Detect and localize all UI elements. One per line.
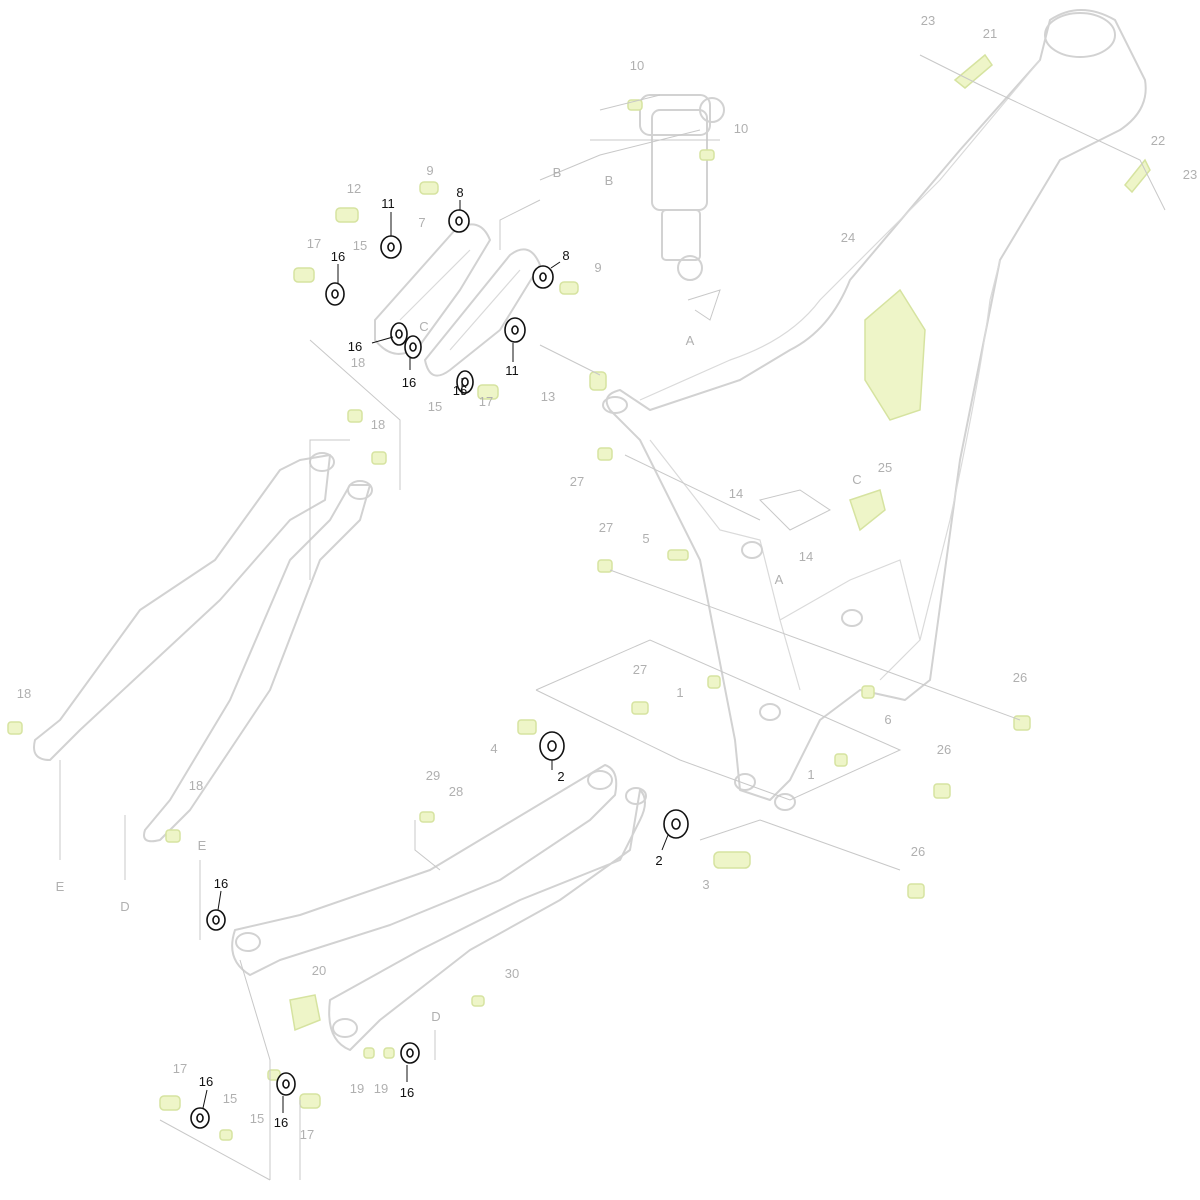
label: D — [120, 899, 129, 914]
label: 6 — [884, 712, 891, 727]
chainstays — [231, 764, 647, 1051]
label: 17 — [300, 1127, 314, 1142]
label: 26 — [937, 742, 951, 757]
bearing-label: 16 — [402, 375, 416, 390]
label: 17 — [307, 236, 321, 251]
label: 1 — [676, 685, 683, 700]
bearing-16 — [404, 335, 422, 359]
label: E — [56, 879, 65, 894]
bearing-16 — [390, 322, 408, 346]
label: 15 — [223, 1091, 237, 1106]
label: 9 — [426, 163, 433, 178]
bearing-label: 16 — [199, 1074, 213, 1089]
label: 26 — [1013, 670, 1027, 685]
label: 22 — [1151, 133, 1165, 148]
label: 15 — [250, 1111, 264, 1126]
label: 27 — [633, 662, 647, 677]
bearings — [190, 200, 689, 1129]
label: 27 — [599, 520, 613, 535]
bearing-label: 16 — [331, 249, 345, 264]
label: 23 — [921, 13, 935, 28]
bearing-label: 8 — [562, 248, 569, 263]
label: 10 — [734, 121, 748, 136]
label: 14 — [729, 486, 743, 501]
label: B — [605, 173, 614, 188]
bearing-11-upper — [380, 235, 402, 259]
cable-guide-part — [849, 489, 886, 532]
bearing-16 — [276, 1072, 296, 1096]
bearing-label: 16 — [274, 1115, 288, 1130]
label: 19 — [350, 1081, 364, 1096]
label: 23 — [1183, 167, 1197, 182]
chainguide-part — [864, 288, 926, 421]
label: A — [775, 572, 784, 587]
derailleur-hanger-part — [289, 994, 321, 1032]
bearing-11-lower — [504, 317, 526, 343]
cable-port-part — [1123, 158, 1151, 194]
bearing-8-lower — [532, 265, 554, 289]
bearing-label: 2 — [655, 853, 662, 868]
label: 4 — [490, 741, 497, 756]
label: 26 — [911, 844, 925, 859]
label: C — [419, 319, 428, 334]
rear-shock — [639, 94, 725, 281]
bearing-2 — [663, 809, 689, 839]
label: 9 — [594, 260, 601, 275]
label: 18 — [189, 778, 203, 793]
bearing-label: 8 — [456, 185, 463, 200]
label: 25 — [878, 460, 892, 475]
label: 21 — [983, 26, 997, 41]
label: 14 — [799, 549, 813, 564]
label: 24 — [841, 230, 855, 245]
label: 18 — [17, 686, 31, 701]
label: 30 — [505, 966, 519, 981]
label: 17 — [173, 1061, 187, 1076]
bearing-16 — [206, 909, 226, 931]
label: 28 — [449, 784, 463, 799]
bearing-label: 2 — [557, 769, 564, 784]
bearing-16 — [456, 370, 474, 394]
label: 7 — [418, 215, 425, 230]
label: 19 — [374, 1081, 388, 1096]
label: B — [553, 165, 562, 180]
part-labels: 23 21 10 10 22 23 B B 12 9 7 17 15 9 C A… — [17, 13, 1197, 1142]
bearing-2 — [539, 731, 565, 761]
label: 29 — [426, 768, 440, 783]
bearing-label: 16 — [453, 383, 467, 398]
label: 15 — [428, 399, 442, 414]
bearing-label: 16 — [400, 1085, 414, 1100]
leader-lines — [59, 54, 1166, 1181]
hardware-bolts — [7, 99, 1031, 1141]
label: D — [431, 1009, 440, 1024]
bearing-label: 11 — [505, 363, 519, 378]
label: 20 — [312, 963, 326, 978]
bearing-16 — [325, 282, 345, 306]
label: 18 — [371, 417, 385, 432]
cable-port-part — [953, 53, 994, 89]
label: A — [686, 333, 695, 348]
label: 18 — [351, 355, 365, 370]
rocker-link — [374, 223, 541, 377]
bearing-16 — [190, 1107, 210, 1129]
main-frame — [602, 9, 1151, 811]
bearing-8-upper — [448, 209, 470, 233]
bearing-label: 16 — [214, 876, 228, 891]
label: 10 — [630, 58, 644, 73]
label: 3 — [702, 877, 709, 892]
label: 12 — [347, 181, 361, 196]
label: C — [852, 472, 861, 487]
label: E — [198, 838, 207, 853]
bearing-16 — [400, 1042, 420, 1064]
bearing-label: 16 — [348, 339, 362, 354]
label: 17 — [479, 394, 493, 409]
label: 1 — [807, 767, 814, 782]
label: 27 — [570, 474, 584, 489]
bearing-label: 11 — [381, 196, 395, 211]
label: 15 — [353, 238, 367, 253]
bearing-labels: 11 8 16 8 16 16 11 16 2 2 16 16 16 16 — [199, 185, 663, 1130]
label: 5 — [642, 531, 649, 546]
label: 13 — [541, 389, 555, 404]
